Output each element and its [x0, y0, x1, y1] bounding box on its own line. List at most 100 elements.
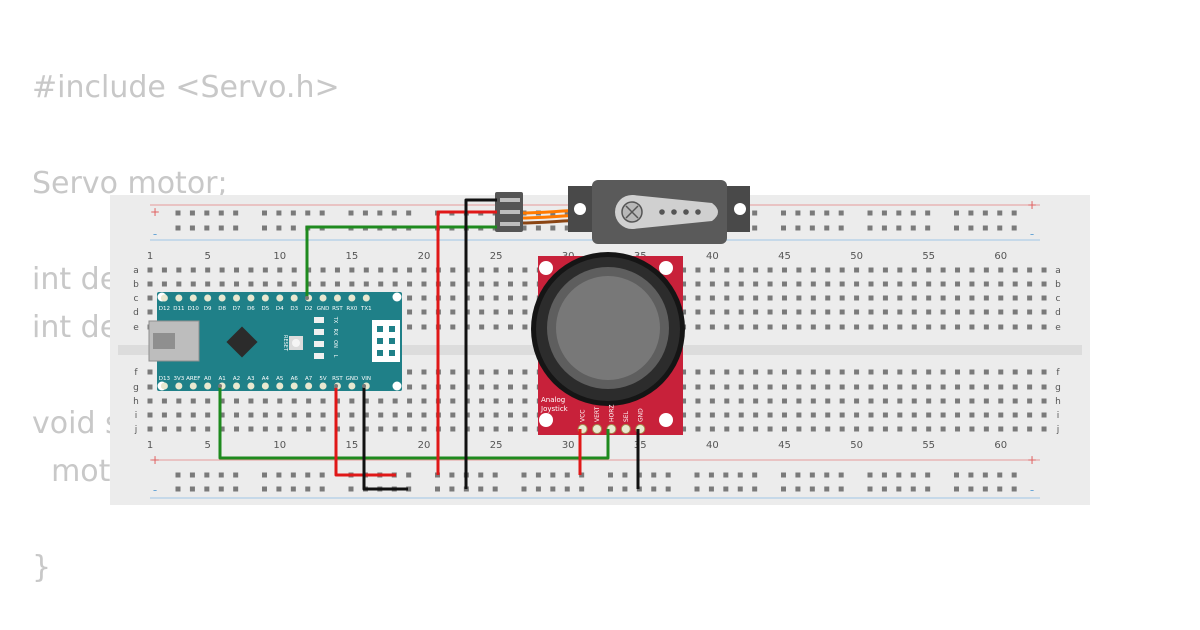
arduino-pin-bottom[interactable]: [247, 382, 255, 390]
breadboard-hole: [176, 426, 182, 432]
arduino-pin-top[interactable]: [362, 294, 370, 302]
arduino-pin-top[interactable]: [276, 294, 284, 302]
joystick-pin-label: VERT: [594, 406, 601, 422]
breadboard-hole: [781, 369, 787, 375]
arduino-pin-top[interactable]: [204, 294, 212, 302]
rail-hole: [896, 225, 902, 231]
arduino-pin-bottom[interactable]: [204, 382, 212, 390]
arduino-pin-bottom[interactable]: [290, 382, 298, 390]
arduino-pin-top[interactable]: [175, 294, 183, 302]
breadboard-hole: [320, 412, 326, 418]
breadboard-hole: [190, 426, 196, 432]
arduino-pin-top[interactable]: [247, 294, 255, 302]
breadboard-hole: [407, 267, 413, 273]
breadboard-hole: [176, 398, 182, 404]
servo-motor[interactable]: [495, 180, 750, 244]
arduino-pin-label-top: D2: [305, 306, 313, 312]
breadboard-hole: [825, 267, 831, 273]
power-wire-5v: [334, 386, 396, 477]
column-number-bottom: 35: [634, 440, 647, 451]
breadboard-hole: [911, 324, 917, 330]
breadboard-hole: [781, 267, 787, 273]
arduino-pin-top[interactable]: [319, 294, 327, 302]
rail-hole: [564, 486, 570, 492]
joystick-mounting-hole: [539, 261, 553, 275]
breadboard-hole: [767, 309, 773, 315]
breadboard-hole: [147, 295, 153, 301]
breadboard-hole: [277, 267, 283, 273]
arduino-pin-bottom[interactable]: [261, 382, 269, 390]
breadboard-hole: [407, 295, 413, 301]
led-label: TX: [332, 316, 338, 324]
rail-hole: [535, 225, 541, 231]
code-line: }: [32, 550, 52, 585]
breadboard-hole: [1027, 384, 1033, 390]
breadboard-hole: [248, 426, 254, 432]
breadboard-hole: [868, 295, 874, 301]
arduino-pin-top[interactable]: [348, 294, 356, 302]
arduino-pin-top[interactable]: [189, 294, 197, 302]
breadboard-hole: [738, 384, 744, 390]
breadboard-hole: [810, 281, 816, 287]
breadboard-hole: [767, 324, 773, 330]
rail-plus-symbol: +: [150, 453, 160, 467]
arduino-pin-top[interactable]: [233, 294, 241, 302]
mounting-hole: [392, 292, 402, 302]
arduino-pin-label-top: D11: [173, 306, 184, 312]
rail-hole: [881, 225, 887, 231]
breadboard-hole: [796, 309, 802, 315]
breadboard-hole: [810, 324, 816, 330]
breadboard-hole: [839, 384, 845, 390]
arduino-pin-top[interactable]: [218, 294, 226, 302]
arduino-pin-label-top: RST: [332, 306, 343, 312]
breadboard-hole: [450, 398, 456, 404]
arduino-pin-bottom[interactable]: [319, 382, 327, 390]
reset-button-cap[interactable]: [292, 339, 300, 347]
arduino-pin-top[interactable]: [333, 294, 341, 302]
breadboard-hole: [810, 369, 816, 375]
arduino-pin-bottom[interactable]: [189, 382, 197, 390]
breadboard-hole: [493, 295, 499, 301]
arduino-pin-top[interactable]: [261, 294, 269, 302]
arduino-board[interactable]: [157, 292, 402, 391]
joystick-pin[interactable]: [592, 424, 603, 434]
row-letter-right: f: [1056, 368, 1060, 378]
arduino-pin-bottom[interactable]: [233, 382, 241, 390]
breadboard-hole: [522, 426, 528, 432]
breadboard-hole: [695, 398, 701, 404]
arduino-pin-label-top: D7: [233, 306, 241, 312]
breadboard-hole: [508, 295, 513, 301]
rail-hole: [925, 210, 931, 216]
wire-endpoint: [305, 296, 309, 300]
breadboard-hole: [479, 412, 485, 418]
arduino-pin-bottom[interactable]: [305, 382, 313, 390]
breadboard-hole: [681, 426, 687, 432]
arduino-pin-bottom[interactable]: [160, 382, 168, 390]
row-letter-left: d: [133, 308, 139, 318]
rail-hole: [319, 486, 325, 492]
breadboard-hole: [363, 412, 369, 418]
breadboard-hole: [781, 426, 787, 432]
status-led: [314, 341, 324, 347]
breadboard-hole: [709, 295, 715, 301]
joystick-knob-top[interactable]: [556, 276, 660, 380]
servo-screw-hole: [574, 203, 586, 215]
breadboard-hole: [969, 281, 975, 287]
arduino-pin-label-top: D5: [261, 306, 269, 312]
joystick-pin[interactable]: [620, 424, 631, 434]
arduino-pin-bottom[interactable]: [348, 382, 356, 390]
breadboard-hole: [709, 267, 715, 273]
rail-minus-symbol: -: [1030, 227, 1034, 241]
breadboard-hole: [681, 309, 687, 315]
breadboard-hole: [421, 295, 427, 301]
arduino-pin-bottom[interactable]: [175, 382, 183, 390]
row-letter-right: e: [1055, 323, 1061, 333]
arduino-pin-bottom[interactable]: [276, 382, 284, 390]
breadboard-hole: [219, 267, 225, 273]
arduino-pin-top[interactable]: [290, 294, 298, 302]
mounting-hole: [392, 381, 402, 391]
arduino-pin-top[interactable]: [160, 294, 168, 302]
rail-hole: [290, 472, 296, 478]
